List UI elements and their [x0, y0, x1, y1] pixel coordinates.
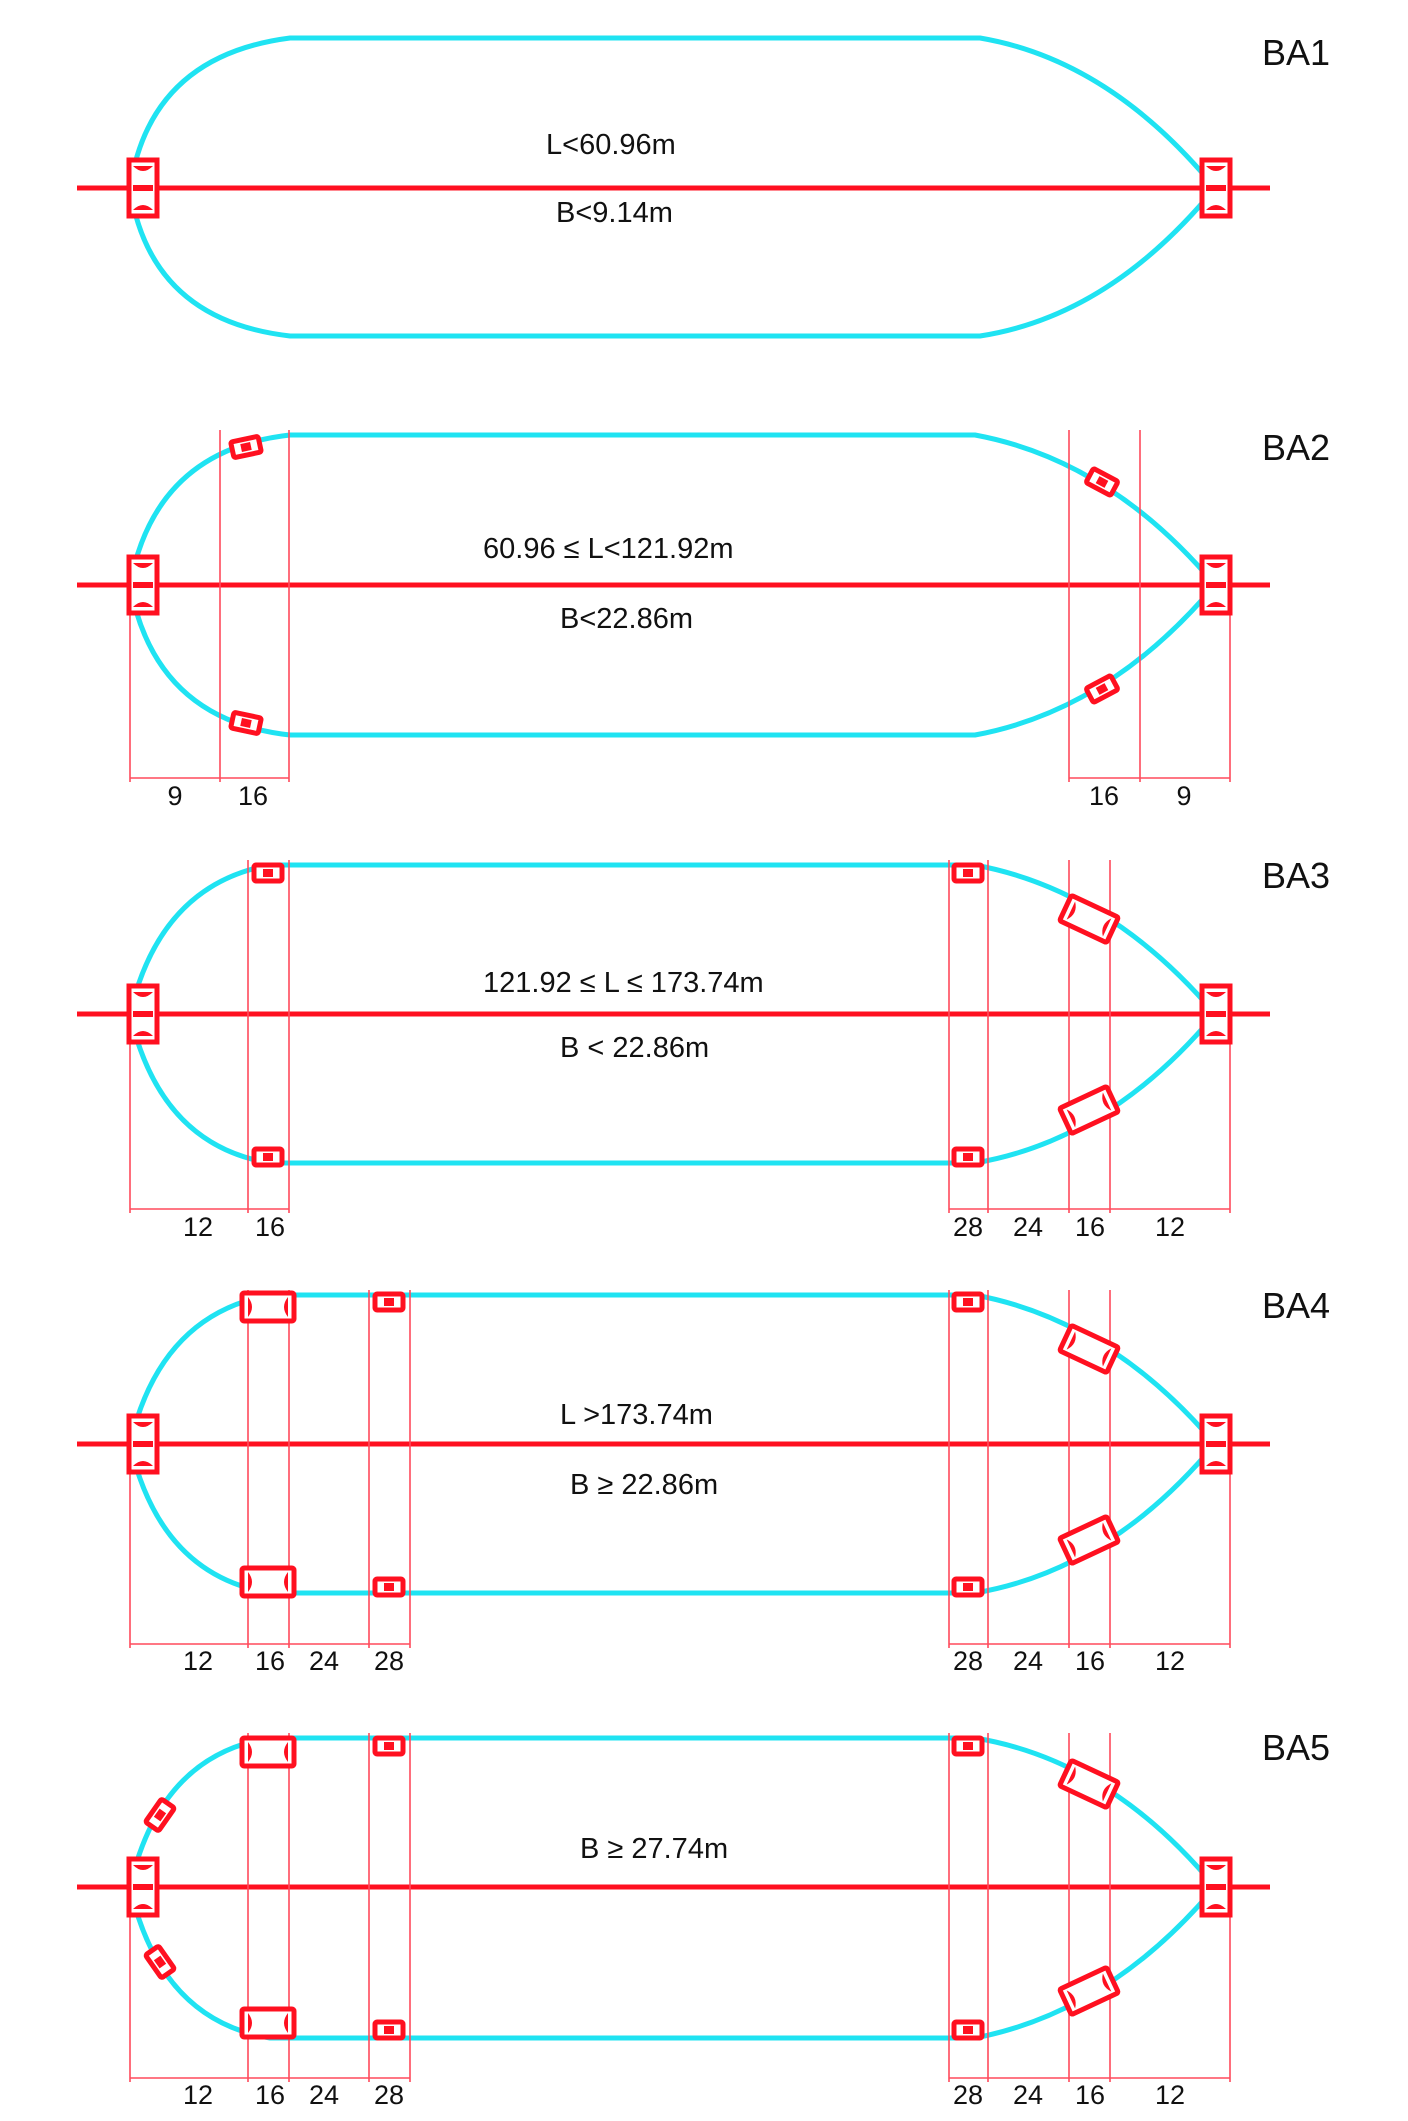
stern-fairlead-icon [129, 1859, 157, 1915]
dimension-lines [129, 1733, 1231, 2082]
bow-fairlead-icon [1202, 160, 1230, 216]
dimension-value: 9 [1176, 781, 1191, 811]
side-fairlead-icon [254, 865, 282, 881]
side-fairlead-icon [1086, 675, 1118, 702]
dimension-value: 16 [1075, 2080, 1105, 2110]
length-label: L >173.74m [560, 1399, 713, 1431]
side-fairlead-icon [375, 2022, 403, 2038]
dimension-value: 12 [183, 1212, 213, 1242]
beam-label: B<22.86m [560, 603, 693, 635]
side-fairlead-icon [242, 1293, 294, 1321]
side-fairlead-icon [375, 1738, 403, 1754]
dimension-value: 16 [1075, 1212, 1105, 1242]
hull-outline [127, 35, 1219, 339]
stern-fairlead-icon [129, 557, 157, 613]
side-fairlead-icon [954, 1294, 982, 1310]
length-label: L<60.96m [546, 129, 676, 161]
dimension-value: 16 [1089, 781, 1119, 811]
panel-ba1: L<60.96m B<9.14m BA1 [77, 32, 1330, 339]
dimension-value: 12 [1155, 2080, 1185, 2110]
dimension-value: 16 [255, 1646, 285, 1676]
panel-title: BA1 [1262, 32, 1330, 73]
hull-outline [127, 1292, 1219, 1596]
dimension-value: 16 [255, 1212, 285, 1242]
hull-outline [127, 1735, 1219, 2041]
beam-label: B < 22.86m [560, 1032, 709, 1064]
side-fairlead-icon [145, 1799, 174, 1831]
side-fairlead-icon [145, 1946, 174, 1978]
dimension-value: 28 [953, 1212, 983, 1242]
beam-label: B ≥ 22.86m [570, 1469, 718, 1501]
bow-fairlead-icon [1202, 557, 1230, 613]
side-fairlead-icon [954, 1579, 982, 1595]
bow-fairlead-icon [1202, 1859, 1230, 1915]
side-fairlead-icon [954, 2022, 982, 2038]
dimension-value: 24 [309, 1646, 339, 1676]
side-fairlead-icon [242, 1568, 294, 1596]
panel-title: BA4 [1262, 1285, 1330, 1326]
dimension-value: 28 [374, 1646, 404, 1676]
dimension-value: 12 [1155, 1646, 1185, 1676]
dimension-value: 28 [953, 2080, 983, 2110]
dimension-value: 12 [183, 2080, 213, 2110]
length-label: 60.96 ≤ L<121.92m [483, 533, 734, 565]
beam-label: B<9.14m [556, 197, 673, 229]
side-fairlead-icon [954, 865, 982, 881]
side-fairlead-icon [242, 2009, 294, 2037]
dimension-value: 24 [309, 2080, 339, 2110]
stern-fairlead-icon [129, 986, 157, 1042]
panel-ba3: 121.92 ≤ L ≤ 173.74m B < 22.86m BA3 12 1… [77, 855, 1330, 1242]
dimension-lines [129, 430, 1231, 782]
dimension-value: 16 [1075, 1646, 1105, 1676]
panel-title: BA3 [1262, 855, 1330, 896]
panel-ba4: L >173.74m B ≥ 22.86m BA4 12 16 24 28 28… [77, 1285, 1330, 1676]
hull-outline [127, 862, 1219, 1166]
side-fairlead-icon [954, 1738, 982, 1754]
side-fairlead-icon [375, 1579, 403, 1595]
hull-outline [127, 432, 1219, 738]
side-fairlead-icon [231, 436, 262, 457]
dimension-value: 9 [167, 781, 182, 811]
stern-fairlead-icon [129, 1416, 157, 1472]
panel-ba5: B ≥ 27.74m BA5 12 16 24 28 28 24 16 12 [77, 1727, 1330, 2110]
dimension-value: 12 [183, 1646, 213, 1676]
side-fairlead-icon [375, 1294, 403, 1310]
side-fairlead-icon [1086, 468, 1118, 495]
panel-title: BA5 [1262, 1727, 1330, 1768]
dimension-value: 24 [1013, 1646, 1043, 1676]
dimension-value: 16 [255, 2080, 285, 2110]
panel-title: BA2 [1262, 427, 1330, 468]
side-fairlead-icon [231, 712, 262, 733]
dimension-value: 24 [1013, 2080, 1043, 2110]
stern-fairlead-icon [129, 160, 157, 216]
side-fairlead-icon [254, 1149, 282, 1165]
beam-label: B ≥ 27.74m [580, 1833, 728, 1865]
side-fairlead-icon [954, 1149, 982, 1165]
length-label: 121.92 ≤ L ≤ 173.74m [483, 967, 764, 999]
bow-fairlead-icon [1202, 1416, 1230, 1472]
panel-ba2: 60.96 ≤ L<121.92m B<22.86m BA2 9 16 16 9 [77, 427, 1330, 811]
dimension-value: 28 [953, 1646, 983, 1676]
dimension-value: 16 [238, 781, 268, 811]
dimension-value: 28 [374, 2080, 404, 2110]
dimension-value: 24 [1013, 1212, 1043, 1242]
bow-fairlead-icon [1202, 986, 1230, 1042]
dimension-value: 12 [1155, 1212, 1185, 1242]
side-fairlead-icon [242, 1738, 294, 1766]
